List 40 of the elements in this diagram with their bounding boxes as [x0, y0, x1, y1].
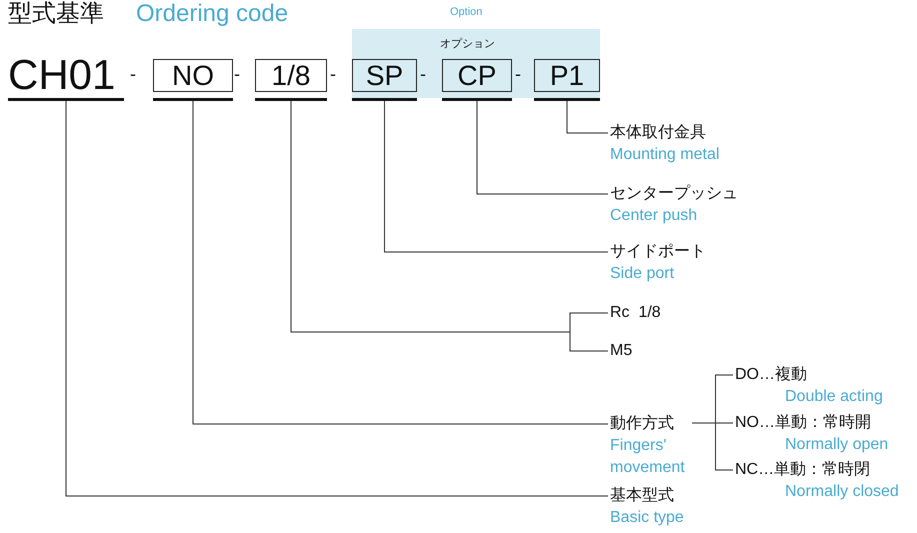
english-label: Normally open [784, 435, 890, 455]
separator-dash: - [515, 64, 521, 85]
leader-line [192, 100, 608, 424]
code-box: 1/8 [255, 59, 327, 92]
english-label: Normally closed [784, 482, 900, 502]
japanese-label: DO…複動 [735, 364, 808, 385]
leader-line [384, 100, 608, 252]
english-label: Double acting [784, 387, 884, 407]
title: 型式基準 [8, 0, 104, 28]
leader-line [476, 100, 608, 194]
separator-dash: - [130, 64, 136, 85]
japanese-label: 本体取付金具 [610, 122, 707, 143]
english-label: Mounting metal [610, 145, 720, 165]
code-box: P1 [534, 59, 600, 92]
group-subheading: オプション [440, 36, 495, 51]
english-label: Side port [610, 264, 676, 284]
japanese-label: NC…単動：常時閉 [735, 460, 872, 480]
code-box: SP [352, 59, 417, 92]
code-box: NO [153, 59, 233, 92]
code-box: CP [442, 59, 512, 92]
japanese-label: サイドポート [610, 242, 707, 262]
japanese-label: NO…単動：常時開 [735, 412, 872, 433]
leader-line [566, 100, 608, 134]
option-group [352, 6, 600, 98]
separator-dash: - [234, 64, 240, 85]
option-text: Rc 1/8 [610, 302, 690, 324]
japanese-label: 動作方式 [610, 414, 675, 434]
group-heading: Option [450, 6, 482, 18]
japanese-label: 基本型式 [610, 486, 675, 506]
english-label: Basic type [610, 508, 685, 528]
separator-dash: - [330, 64, 336, 85]
separator-dash: - [420, 64, 426, 85]
english-label: Center push [610, 206, 698, 226]
option-text: M5 [610, 340, 670, 362]
code-text: CH01 [8, 52, 124, 98]
subtitle: Ordering code [136, 0, 288, 28]
japanese-label: センタープッシュ [610, 184, 739, 204]
leader-line [692, 422, 734, 470]
leader-line [66, 100, 608, 496]
english-label: Fingers' movement [610, 436, 686, 478]
